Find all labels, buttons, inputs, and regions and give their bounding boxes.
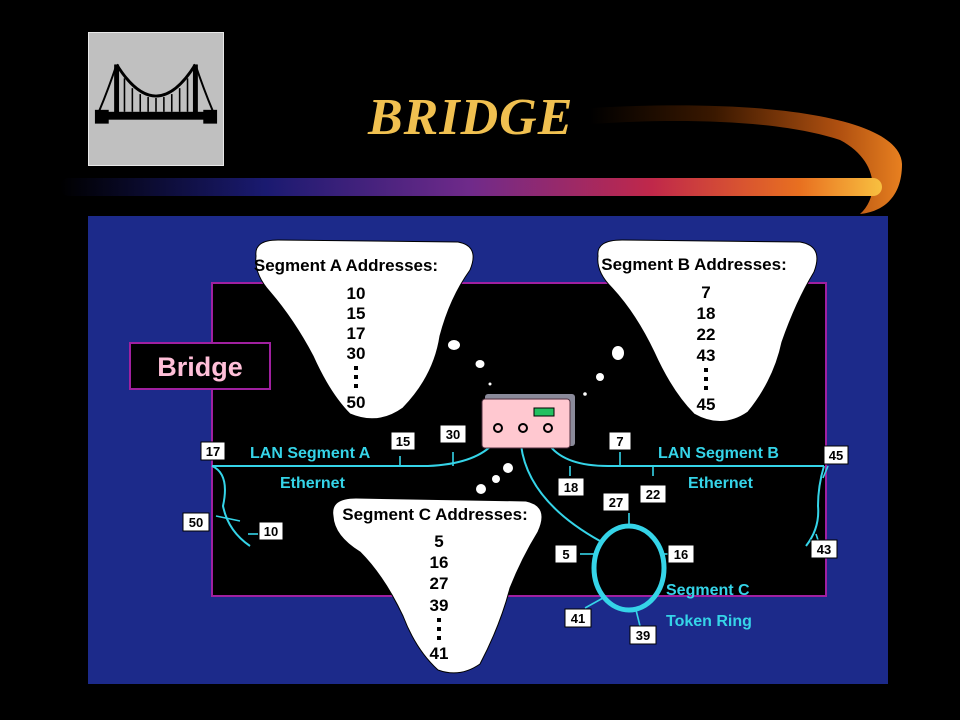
cloud-c-address: 39 [430, 596, 449, 615]
bridge-label-box [129, 342, 271, 390]
svg-text:15: 15 [396, 434, 410, 449]
node-tag: 30 [439, 424, 467, 444]
node-tag: 43 [810, 539, 838, 559]
svg-text:50: 50 [189, 515, 203, 530]
cloud-b-address: 7 [701, 283, 710, 302]
slide-title: BRIDGE [368, 89, 574, 146]
svg-text:16: 16 [674, 547, 688, 562]
cloud-c [332, 497, 543, 674]
segment-c-type: Token Ring [666, 613, 752, 630]
cloud-a-caption: Segment A Addresses: [254, 256, 438, 275]
cloud-b-address: 43 [697, 346, 716, 365]
svg-text:43: 43 [817, 542, 831, 557]
suspension-bridge-icon [94, 63, 218, 124]
segment-a-cable [212, 444, 493, 467]
cloud-b-address: 45 [697, 395, 716, 414]
cloud-a-address: 15 [347, 304, 366, 323]
port-icon [543, 423, 553, 433]
cloud-c-address: 5 [434, 532, 443, 551]
svg-text:18: 18 [564, 480, 578, 495]
node-tag: 50 [182, 512, 210, 532]
node-tag: 27 [602, 492, 630, 512]
svg-text:27: 27 [609, 495, 623, 510]
node-tag: 7 [608, 431, 632, 451]
cloud-a [255, 239, 474, 420]
cloud-c-address: 27 [430, 574, 449, 593]
node-tag: 10 [258, 521, 284, 541]
svg-text:45: 45 [829, 448, 843, 463]
diagram-panel: Bridge [88, 216, 888, 684]
svg-text:39: 39 [636, 628, 650, 643]
node-tag: 17 [200, 441, 226, 461]
cloud-b-address: 18 [697, 304, 716, 323]
cloud-b-address: 22 [697, 325, 716, 344]
node-tag: 41 [564, 608, 592, 628]
status-led-icon [533, 407, 555, 417]
node-tag: 45 [823, 445, 849, 465]
segment-c-name: Segment C [666, 582, 750, 599]
svg-text:17: 17 [206, 444, 220, 459]
cloud-a-address: 50 [347, 393, 366, 412]
segment-a-type: Ethernet [280, 475, 346, 492]
cloud-a-address: 30 [347, 344, 366, 363]
cloud-c-caption: Segment C Addresses: [342, 505, 527, 524]
title-swoosh [60, 105, 902, 214]
svg-text:22: 22 [646, 487, 660, 502]
cloud-b-caption: Segment B Addresses: [601, 255, 786, 274]
segment-a-name: LAN Segment A [250, 445, 371, 462]
segment-b-cable [549, 445, 824, 467]
svg-text:5: 5 [562, 547, 569, 562]
svg-text:41: 41 [571, 611, 585, 626]
bridge-network-diagram: Bridge [129, 239, 849, 674]
cloud-a-address: 10 [347, 284, 366, 303]
node-tag: 15 [390, 431, 416, 451]
bridge-logo [88, 32, 224, 166]
svg-text:10: 10 [264, 524, 278, 539]
cloud-b [597, 239, 818, 422]
port-icon [518, 423, 528, 433]
node-tag: 22 [639, 484, 667, 504]
node-tag: 18 [557, 477, 585, 497]
node-tag: 5 [554, 544, 578, 564]
cloud-a-address: 17 [347, 324, 366, 343]
bridge-device [481, 394, 575, 449]
segment-c-cable [520, 444, 601, 542]
node-tag: 39 [629, 625, 657, 645]
cloud-c-address: 41 [430, 644, 449, 663]
svg-text:7: 7 [616, 434, 623, 449]
cloud-c-address: 16 [430, 553, 449, 572]
port-icon [493, 423, 503, 433]
bridge-label: Bridge [157, 352, 243, 382]
node-tag: 16 [667, 544, 695, 564]
segment-b-type: Ethernet [688, 475, 754, 492]
segment-b-name: LAN Segment B [658, 445, 779, 462]
svg-text:30: 30 [446, 427, 460, 442]
